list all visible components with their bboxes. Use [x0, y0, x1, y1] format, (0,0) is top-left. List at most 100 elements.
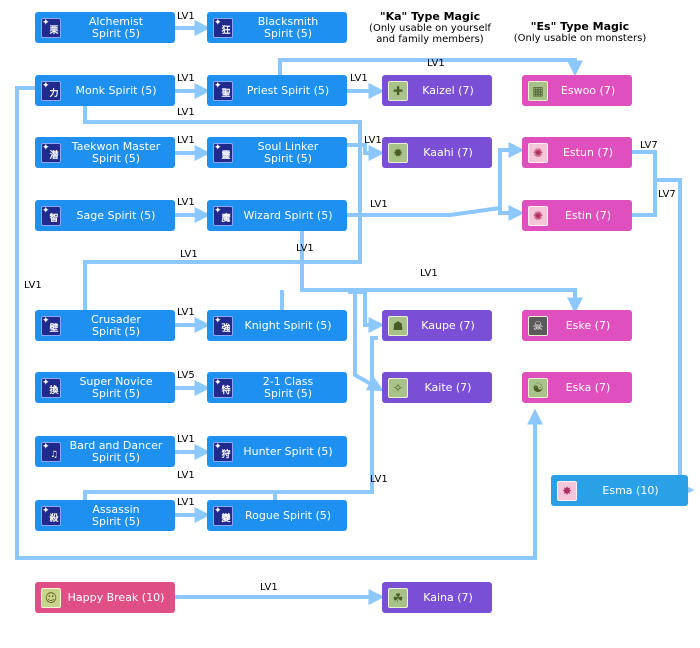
level-label: LV1	[177, 307, 195, 318]
node-label: Priest Spirit (5)	[246, 83, 330, 97]
node-label: Kaupe (7)	[421, 318, 475, 332]
node-label: Kaite (7)	[424, 380, 472, 394]
spirit-skill-icon: ♫	[41, 441, 61, 462]
node-label: Super Novice	[79, 374, 153, 388]
level-label: LV1	[177, 135, 195, 146]
level-label: LV1	[364, 135, 382, 146]
level-label: LV7	[640, 140, 658, 151]
es-magic-header: "Es" Type Magic (Only usable on monsters…	[505, 20, 655, 44]
eske-node[interactable]: ☠ Eske (7)	[522, 310, 632, 341]
level-label: LV1	[296, 243, 314, 254]
spirit-skill-icon: 栗	[41, 17, 61, 38]
magic-skill-icon: ✚	[388, 80, 408, 101]
ka-magic-header: "Ka" Type Magic (Only usable on yourself…	[360, 10, 500, 45]
sage-spirit-node[interactable]: 智 Sage Spirit (5)	[35, 200, 175, 231]
magic-skill-icon: ☠	[528, 315, 548, 336]
level-label: LV1	[427, 58, 445, 69]
spirit-skill-icon: 換	[41, 377, 61, 398]
estun-node[interactable]: ✺ Estun (7)	[522, 137, 632, 168]
node-label: Crusader	[91, 312, 141, 326]
spirit-skill-icon: 強	[213, 315, 233, 336]
ka-header-line1: (Only usable on yourself	[369, 23, 491, 34]
node-label: Spirit (5)	[264, 151, 312, 165]
node-label: Spirit (5)	[264, 26, 312, 40]
eswoo-node[interactable]: ▦ Eswoo (7)	[522, 75, 632, 106]
node-label: Monk Spirit (5)	[75, 83, 157, 97]
kaite-node[interactable]: ✧ Kaite (7)	[382, 372, 492, 403]
node-label: Sage Spirit (5)	[76, 208, 156, 222]
node-label: Kaina (7)	[423, 590, 473, 604]
hunter-spirit-node[interactable]: 狩 Hunter Spirit (5)	[207, 436, 347, 467]
kaizel-node[interactable]: ✚ Kaizel (7)	[382, 75, 492, 106]
ka-header-title: "Ka" Type Magic	[379, 10, 481, 23]
monk-spirit-node[interactable]: 力 Monk Spirit (5)	[35, 75, 175, 106]
level-label: LV1	[24, 280, 42, 291]
node-label: Bard and Dancer	[69, 438, 163, 452]
happy-break-node[interactable]: ☺ Happy Break (10)	[35, 582, 175, 613]
ka-header-line2: and family members)	[376, 34, 484, 45]
wizard-spirit-node[interactable]: 魔 Wizard Spirit (5)	[207, 200, 347, 231]
spirit-skill-icon: 魔	[213, 205, 233, 226]
node-label: Kaahi (7)	[423, 145, 473, 159]
kaupe-node[interactable]: ☗ Kaupe (7)	[382, 310, 492, 341]
link-estun-esma	[632, 150, 657, 217]
node-label: Knight Spirit (5)	[244, 318, 332, 332]
level-label: LV1	[177, 470, 195, 481]
level-label: LV1	[180, 249, 198, 260]
spirit-skill-icon: 壁	[41, 315, 61, 336]
level-label: LV1	[370, 474, 388, 485]
spirit-skill-icon: 聖	[213, 80, 233, 101]
rogue-spirit-node[interactable]: 變 Rogue Spirit (5)	[207, 500, 347, 531]
spirit-skill-icon: 狂	[213, 17, 233, 38]
magic-skill-icon: ✹	[388, 142, 408, 163]
node-label: Taekwon Master	[71, 139, 161, 153]
node-label: Eska (7)	[565, 380, 611, 394]
spirit-skill-icon: 特	[213, 377, 233, 398]
priest-spirit-node[interactable]: 聖 Priest Spirit (5)	[207, 75, 347, 106]
magic-skill-icon: ☗	[388, 315, 408, 336]
eska-node[interactable]: ☯ Eska (7)	[522, 372, 632, 403]
level-label: LV7	[658, 189, 676, 200]
level-label: LV1	[177, 497, 195, 508]
node-label: Happy Break (10)	[67, 590, 165, 604]
level-label: LV5	[177, 370, 195, 381]
kaina-node[interactable]: ☘ Kaina (7)	[382, 582, 492, 613]
spirit-skill-icon: 殺	[41, 505, 61, 526]
level-label: LV1	[350, 73, 368, 84]
node-label: Soul Linker	[257, 139, 319, 153]
level-label: LV1	[420, 268, 438, 279]
node-label: Spirit (5)	[92, 386, 140, 400]
level-label: LV1	[370, 199, 388, 210]
magic-skill-icon: ✺	[528, 205, 548, 226]
node-label: Spirit (5)	[92, 324, 140, 338]
node-label: Spirit (5)	[92, 26, 140, 40]
esma-node[interactable]: ✸ Esma (10)	[551, 475, 688, 506]
node-label: Wizard Spirit (5)	[243, 208, 333, 222]
node-label: Estun (7)	[562, 145, 613, 159]
knight-spirit-node[interactable]: 強 Knight Spirit (5)	[207, 310, 347, 341]
node-label: Rogue Spirit (5)	[244, 508, 332, 522]
link-wizard-estin	[498, 183, 525, 221]
level-label: LV1	[177, 73, 195, 84]
node-label: Eswoo (7)	[560, 83, 616, 97]
spirit-skill-icon: 狩	[213, 441, 233, 462]
node-label: Kaizel (7)	[422, 83, 474, 97]
node-label: Eske (7)	[565, 318, 611, 332]
level-label: LV1	[177, 107, 195, 118]
kaahi-node[interactable]: ✹ Kaahi (7)	[382, 137, 492, 168]
node-label: Esma (10)	[602, 483, 659, 497]
estin-node[interactable]: ✺ Estin (7)	[522, 200, 632, 231]
link-assassin-up	[83, 336, 378, 500]
link-to-kaupe	[348, 290, 385, 333]
